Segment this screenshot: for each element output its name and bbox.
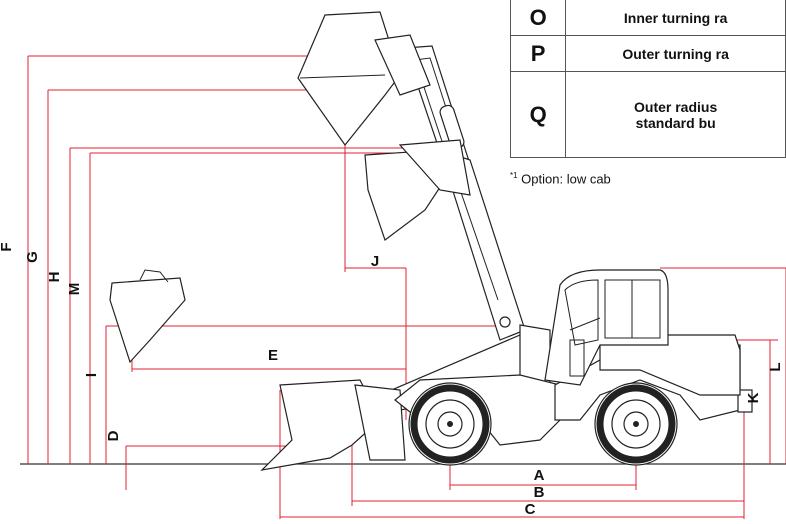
engine-hood: [599, 334, 741, 396]
cab-window-front: [564, 279, 599, 346]
bucket-left-hook: [139, 269, 169, 283]
bucket-top-shape: [297, 11, 401, 146]
dim-label-j: J: [371, 253, 379, 270]
front-tread: [410, 384, 490, 464]
bucket-middle: [364, 139, 471, 241]
dim-label-b: B: [534, 484, 545, 501]
dim-label-c: C: [525, 501, 536, 518]
dim-label-l: L: [767, 362, 784, 371]
footnote: *1 Option: low cab: [510, 171, 611, 186]
rear-counterweight: [737, 389, 753, 413]
dim-label-i: I: [83, 373, 100, 377]
table-row: P Outer turning ra: [509, 35, 786, 72]
dim-label-e: E: [268, 347, 278, 364]
dim-label-d: D: [105, 430, 122, 441]
table-row: O Inner turning ra: [509, 0, 786, 36]
bucket-top-lip: [299, 74, 386, 79]
front-hub-center: [447, 421, 453, 427]
bucket-ground: [260, 379, 406, 471]
table-row: Q Outer radius standard bu: [509, 71, 786, 158]
steering-column: [569, 317, 601, 331]
dim-label-k: K: [745, 392, 762, 403]
spec-label-q-line1: Outer radius: [634, 98, 718, 115]
cab: [544, 269, 669, 386]
dim-label-a: A: [534, 467, 545, 484]
footnote-mark: *1: [510, 171, 518, 180]
bucket-left-shape: [109, 277, 186, 364]
dim-label-g: G: [24, 251, 41, 263]
spec-key-p: P: [509, 35, 567, 72]
dimension-labels: A B C D E F G H I J K L M: [0, 242, 784, 518]
arm-pin-low: [499, 316, 511, 328]
spec-label-p: Outer turning ra: [565, 35, 786, 72]
dim-label-m: M: [66, 283, 83, 296]
bucket-middle-link: [398, 139, 471, 196]
rear-tread: [596, 384, 676, 464]
footnote-text: Option: low cab: [517, 171, 611, 187]
spec-key-q: Q: [509, 71, 567, 158]
arm-cylinder: [454, 174, 499, 301]
bucket-ground-link: [354, 384, 406, 461]
bucket-left: [109, 269, 186, 364]
spec-label-q: Outer radius standard bu: [565, 71, 786, 158]
rear-wheel: [594, 382, 678, 466]
spec-label-q-line2: standard bu: [635, 114, 716, 131]
spec-label-o: Inner turning ra: [565, 0, 786, 36]
bucket-top: [297, 11, 431, 146]
spec-key-o: O: [509, 0, 567, 36]
dim-label-f: F: [0, 242, 15, 251]
spec-table: O Inner turning ra P Outer turning ra Q …: [509, 0, 786, 158]
rear-hub-center: [633, 421, 639, 427]
front-wheel: [408, 382, 492, 466]
cab-step-cylinder: [569, 339, 585, 377]
bucket-top-link: [374, 34, 431, 96]
dim-label-h: H: [46, 272, 63, 283]
